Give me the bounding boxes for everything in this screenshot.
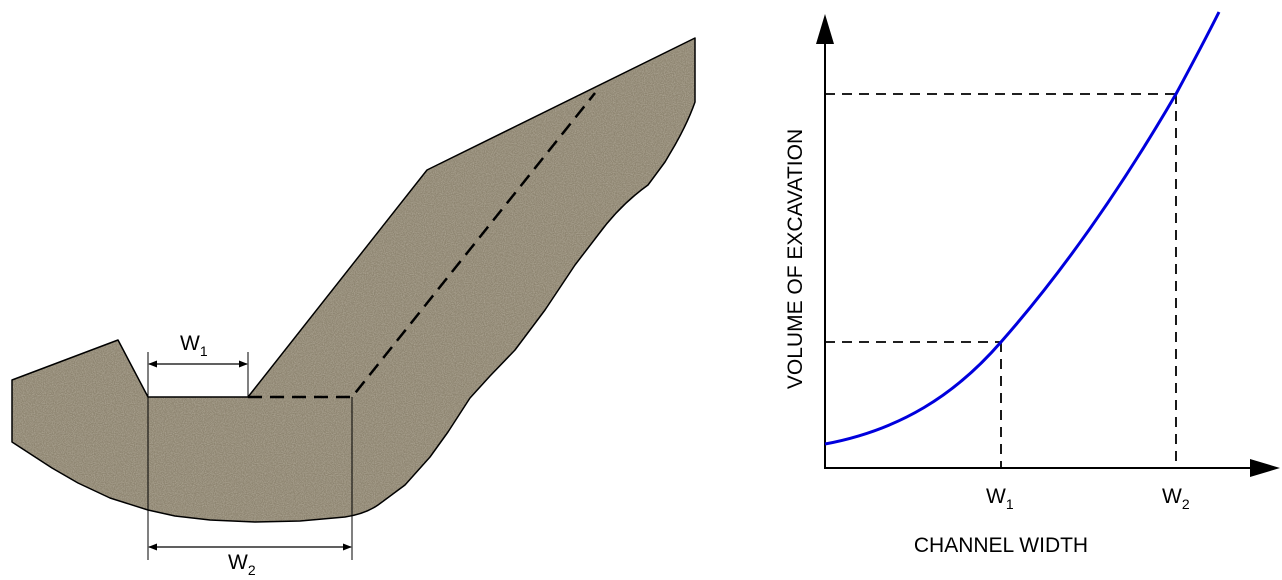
y-axis-title: VOLUME OF EXCAVATION — [784, 129, 807, 389]
tick-w2-label: W2 — [1162, 485, 1190, 512]
cross-section: W1 W2 — [11, 37, 696, 578]
soil-texture — [12, 38, 695, 522]
x-axis-title: CHANNEL WIDTH — [914, 534, 1088, 557]
x-axis-arrowhead — [1250, 459, 1280, 477]
volume-curve — [824, 11, 1221, 446]
widened-channel-outline — [248, 92, 596, 399]
y-axis-arrowhead — [816, 14, 834, 44]
w2-label: W2 — [228, 551, 256, 578]
volume-graph: W1 W2 CHANNEL WIDTH VOLUME OF EXCAVATION — [784, 11, 1280, 557]
w1-label: W1 — [180, 332, 208, 359]
soil-outline — [11, 37, 696, 523]
tick-w1-label: W1 — [986, 485, 1014, 512]
